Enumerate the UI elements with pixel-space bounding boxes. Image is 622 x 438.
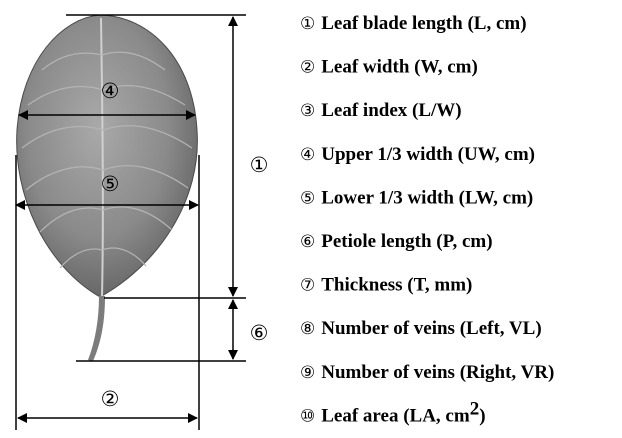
trait-number: ② bbox=[300, 58, 315, 78]
callout-width: ② bbox=[101, 387, 120, 411]
trait-label: Number of veins (Left, VL) bbox=[321, 318, 541, 339]
trait-number: ④ bbox=[300, 145, 315, 165]
trait-number: ① bbox=[300, 14, 315, 34]
leaf-blade bbox=[17, 15, 198, 297]
trait-label: Leaf blade length (L, cm) bbox=[321, 13, 526, 34]
trait-label: Leaf index (L/W) bbox=[321, 100, 461, 121]
trait-item: ① Leaf blade length (L, cm) bbox=[300, 13, 527, 34]
trait-label: Petiole length (P, cm) bbox=[321, 231, 492, 252]
trait-number: ③ bbox=[300, 101, 315, 121]
trait-label-tail: ) bbox=[479, 405, 485, 426]
trait-superscript: 2 bbox=[470, 398, 480, 419]
trait-number: ⑤ bbox=[300, 188, 315, 208]
callout-upper-width: ④ bbox=[101, 79, 120, 103]
trait-label: Leaf area (LA, cm bbox=[321, 405, 470, 426]
trait-item: ③ Leaf index (L/W) bbox=[300, 100, 462, 121]
trait-item: ⑩ Leaf area (LA, cm2) bbox=[300, 398, 486, 426]
trait-number: ⑧ bbox=[300, 319, 315, 339]
trait-item: ⑨ Number of veins (Right, VR) bbox=[300, 362, 554, 383]
trait-item: ② Leaf width (W, cm) bbox=[300, 57, 478, 78]
trait-number: ⑨ bbox=[300, 363, 315, 383]
trait-label: Thickness (T, mm) bbox=[321, 275, 472, 296]
trait-label: Number of veins (Right, VR) bbox=[321, 362, 554, 383]
trait-number: ⑥ bbox=[300, 232, 315, 252]
trait-label: Upper 1/3 width (UW, cm) bbox=[321, 144, 535, 165]
trait-number: ⑦ bbox=[300, 276, 315, 296]
callout-petiole: ⑥ bbox=[250, 321, 269, 345]
callout-lower-width: ⑤ bbox=[101, 172, 120, 196]
trait-item: ⑧ Number of veins (Left, VL) bbox=[300, 318, 542, 339]
trait-label: Lower 1/3 width (LW, cm) bbox=[321, 187, 533, 208]
trait-item: ⑤ Lower 1/3 width (LW, cm) bbox=[300, 187, 533, 208]
trait-item: ⑦ Thickness (T, mm) bbox=[300, 275, 472, 296]
trait-item: ⑥ Petiole length (P, cm) bbox=[300, 231, 493, 252]
trait-label: Leaf width (W, cm) bbox=[321, 57, 478, 78]
trait-legend: ① Leaf blade length (L, cm) ② Leaf width (W… bbox=[300, 13, 554, 426]
leaf-petiole bbox=[88, 296, 105, 361]
trait-item: ④ Upper 1/3 width (UW, cm) bbox=[300, 144, 535, 165]
trait-number: ⑩ bbox=[300, 406, 315, 426]
callout-length: ① bbox=[250, 153, 269, 177]
